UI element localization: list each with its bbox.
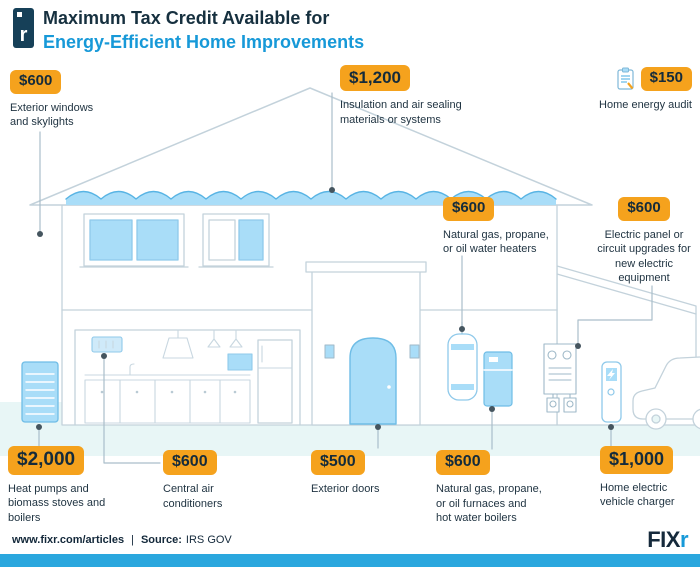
attic-insulation: [65, 190, 557, 205]
source-value: IRS GOV: [185, 534, 232, 546]
source-label: Source:: [140, 534, 182, 546]
electric-panel: [543, 343, 577, 413]
entry-porch: [305, 261, 427, 426]
kitchen-interior: [74, 329, 301, 426]
tax-credit-badge: $500: [311, 450, 365, 475]
wall-oven: [227, 353, 253, 371]
pendant-lamp: [229, 338, 243, 348]
footer: www.fixr.com/articles | Source: IRS GOV …: [0, 526, 700, 554]
header: r Maximum Tax Credit Available for Energ…: [13, 8, 364, 52]
label-description: Exterior doors: [311, 483, 380, 495]
heat-pump: [21, 361, 59, 423]
audit-document-icon: [617, 67, 634, 90]
refrigerator: [257, 339, 293, 424]
label-insulation: $1,200 Insulation and air sealing materi…: [340, 65, 485, 127]
label-furnaces-boilers: $600 Natural gas, propane, or oil furnac…: [436, 450, 544, 526]
tax-credit-badge: $600: [163, 450, 217, 475]
label-description: Insulation and air sealing materials or …: [340, 99, 462, 126]
wordmark-accent: r: [679, 527, 689, 552]
logo-letter: r: [19, 24, 28, 46]
page-title: Maximum Tax Credit Available for Energy-…: [43, 8, 364, 52]
connector-dots: [36, 187, 614, 430]
tax-credit-badge: $2,000: [8, 446, 85, 475]
label-description: Heat pumps and biomass stoves and boiler…: [8, 482, 106, 524]
label-description: Exterior windows and skylights: [10, 101, 94, 129]
fixr-wordmark: FIXr: [647, 529, 688, 551]
ev-charger: [601, 361, 622, 423]
title-line-2: Energy-Efficient Home Improvements: [43, 31, 365, 52]
upper-windows: [79, 213, 274, 268]
range-hood: [162, 337, 194, 359]
cabinets: [84, 379, 251, 424]
porch-lamp: [409, 344, 420, 359]
roof: [29, 87, 593, 206]
label-water-heaters: $600 Natural gas, propane, or oil water …: [443, 197, 557, 257]
fixr-logo-mark: r: [13, 8, 34, 48]
footer-attribution: www.fixr.com/articles | Source: IRS GOV: [12, 534, 232, 546]
label-exterior-doors: $500 Exterior doors: [311, 450, 411, 497]
label-exterior-windows: $600 Exterior windows and skylights: [10, 70, 114, 130]
label-description: Home electric vehicle charger: [600, 481, 675, 509]
lightning-bolt-icon: [607, 369, 615, 380]
label-description: Home energy audit: [599, 99, 692, 111]
central-air-unit: [91, 336, 123, 353]
label-description: Electric panel or circuit upgrades for n…: [597, 228, 691, 285]
label-description: Central air conditioners: [163, 483, 223, 510]
front-door: [349, 337, 397, 425]
label-description: Natural gas, propane, or oil furnaces an…: [436, 483, 542, 525]
bottom-bar: [0, 554, 700, 567]
tax-credit-badge: $600: [10, 70, 62, 94]
faucet: [129, 363, 135, 376]
connector-lines: [38, 92, 653, 464]
label-central-air: $600 Central air conditioners: [163, 450, 243, 511]
pendant-lamp: [207, 338, 221, 348]
tax-credit-badge: $1,000: [600, 446, 674, 474]
porch-lamp: [324, 344, 335, 359]
label-heat-pumps: $2,000 Heat pumps and biomass stoves and…: [8, 446, 108, 525]
label-home-energy-audit: $150 Home energy audit: [562, 67, 692, 113]
label-ev-charger: $1,000 Home electric vehicle charger: [600, 446, 692, 510]
footer-website-link[interactable]: www.fixr.com/articles: [12, 534, 125, 546]
tax-credit-badge: $600: [443, 197, 495, 221]
label-description: Natural gas, propane, or oil water heate…: [443, 228, 549, 256]
tax-credit-badge: $150: [640, 67, 692, 91]
tax-credit-badge: $1,200: [340, 65, 410, 92]
label-electric-panel: $600 Electric panel or circuit upgrades …: [593, 197, 695, 286]
title-line-1: Maximum Tax Credit Available for: [43, 8, 330, 28]
wordmark-main: FIX: [647, 527, 680, 552]
tax-credit-badge: $600: [436, 450, 490, 475]
electric-car: [632, 356, 700, 430]
tax-credit-badge: $600: [618, 197, 670, 221]
boiler-unit: [483, 351, 513, 407]
footer-separator: |: [131, 534, 134, 546]
